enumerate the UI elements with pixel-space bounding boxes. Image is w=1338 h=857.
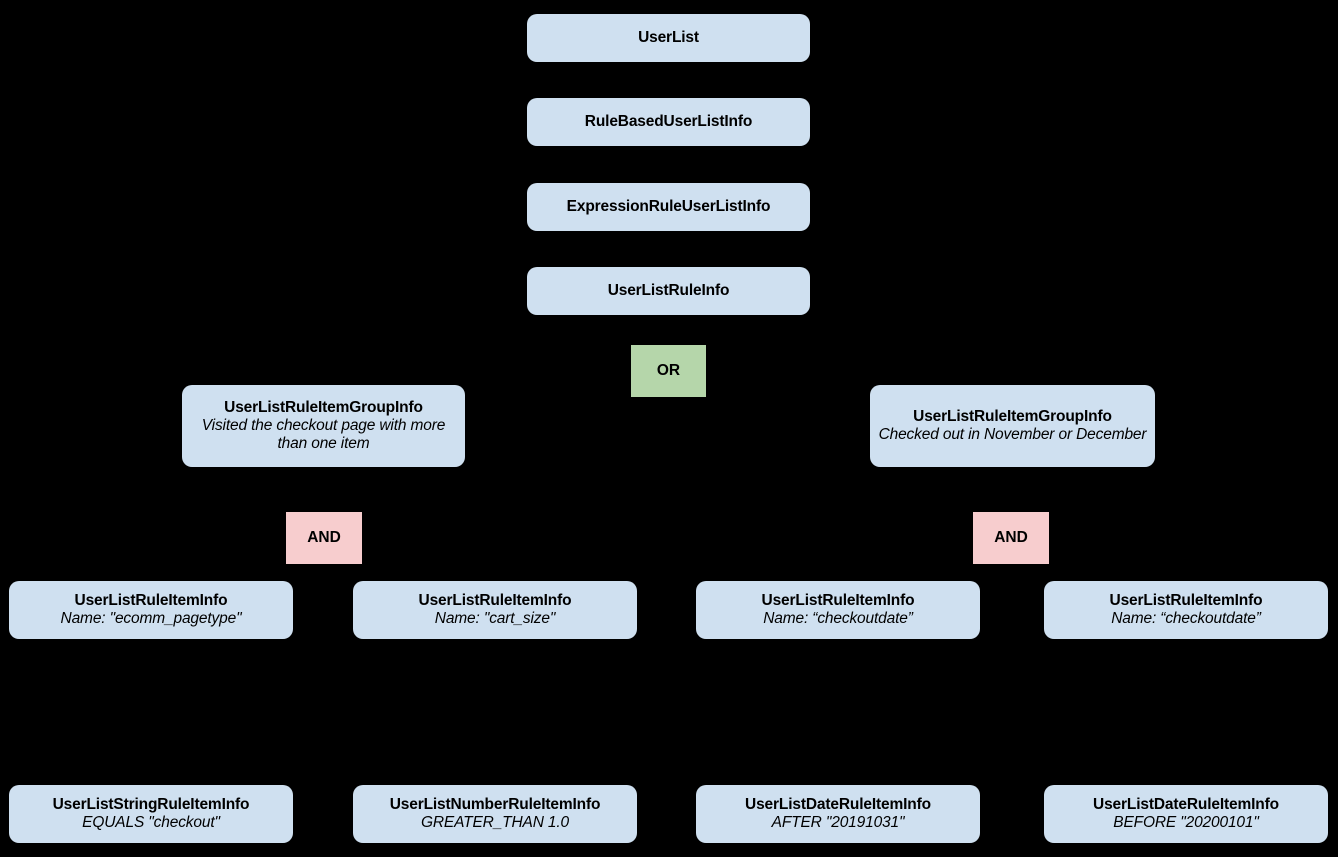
operator-label: AND [307, 529, 341, 546]
node-rule-item-checkoutdate-before[interactable]: UserListRuleItemInfo Name: “checkoutdate… [1044, 581, 1328, 639]
operator-and-left[interactable]: AND [286, 512, 362, 564]
edge-left-group-to-and [299, 466, 325, 512]
edge-left-and-to-item-2 [347, 565, 497, 585]
node-rule-item-checkoutdate-after[interactable]: UserListRuleItemInfo Name: “checkoutdate… [696, 581, 980, 639]
node-user-list[interactable]: UserList [527, 14, 810, 62]
node-subtitle: AFTER "20191031" [771, 814, 905, 831]
node-subtitle: GREATER_THAN 1.0 [420, 814, 570, 831]
operator-label: AND [994, 529, 1028, 546]
operator-or-root[interactable]: OR [631, 345, 706, 397]
node-date-rule-item-info-before[interactable]: UserListDateRuleItemInfo BEFORE "2020010… [1044, 785, 1328, 843]
node-title: UserListDateRuleItemInfo [1093, 795, 1279, 813]
node-title: RuleBasedUserListInfo [584, 112, 753, 130]
node-title: UserListRuleItemGroupInfo [224, 398, 423, 416]
node-title: UserListRuleItemInfo [1109, 591, 1263, 609]
node-subtitle: BEFORE "20200101" [1113, 814, 1259, 831]
node-title: UserListRuleItemGroupInfo [913, 407, 1112, 425]
node-date-rule-item-info-after[interactable]: UserListDateRuleItemInfo AFTER "20191031… [696, 785, 980, 843]
node-title: UserListRuleItemInfo [418, 591, 572, 609]
node-title: UserListNumberRuleItemInfo [389, 795, 601, 813]
node-rule-item-group-right[interactable]: UserListRuleItemGroupInfo Checked out in… [870, 385, 1155, 467]
node-title: UserListRuleItemInfo [761, 591, 915, 609]
node-subtitle: Name: “checkoutdate” [1111, 610, 1261, 627]
node-subtitle: Name: “checkoutdate” [763, 610, 913, 627]
node-rule-based-user-list-info[interactable]: RuleBasedUserListInfo [527, 98, 810, 146]
node-expression-rule-user-list-info[interactable]: ExpressionRuleUserListInfo [527, 183, 810, 231]
node-title: ExpressionRuleUserListInfo [566, 197, 771, 215]
operator-label: OR [656, 362, 681, 379]
node-subtitle: Name: "ecomm_pagetype" [60, 610, 242, 627]
node-subtitle: Visited the checkout page with more than… [201, 416, 446, 453]
node-rule-item-cart-size[interactable]: UserListRuleItemInfo Name: "cart_size" [353, 581, 637, 639]
edge-left-and-to-item-1 [149, 565, 301, 585]
operator-and-right[interactable]: AND [973, 512, 1049, 564]
node-number-rule-item-info[interactable]: UserListNumberRuleItemInfo GREATER_THAN … [353, 785, 637, 843]
edge-right-group-to-and [987, 466, 1012, 512]
node-title: UserList [638, 28, 699, 46]
edge-right-and-to-item-1 [836, 565, 989, 585]
node-user-list-rule-info[interactable]: UserListRuleInfo [527, 267, 810, 315]
node-title: UserListRuleInfo [607, 281, 730, 299]
node-rule-item-ecomm-pagetype[interactable]: UserListRuleItemInfo Name: "ecomm_pagety… [9, 581, 293, 639]
node-subtitle: Checked out in November or December [878, 426, 1147, 443]
node-subtitle: EQUALS "checkout" [82, 814, 220, 831]
edge-right-and-to-item-2 [1035, 565, 1188, 585]
node-title: UserListDateRuleItemInfo [745, 795, 931, 813]
node-string-rule-item-info[interactable]: UserListStringRuleItemInfo EQUALS "check… [9, 785, 293, 843]
node-subtitle: Name: "cart_size" [434, 610, 556, 627]
node-title: UserListStringRuleItemInfo [52, 795, 250, 813]
node-rule-item-group-left[interactable]: UserListRuleItemGroupInfo Visited the ch… [182, 385, 465, 467]
node-title: UserListRuleItemInfo [74, 591, 228, 609]
